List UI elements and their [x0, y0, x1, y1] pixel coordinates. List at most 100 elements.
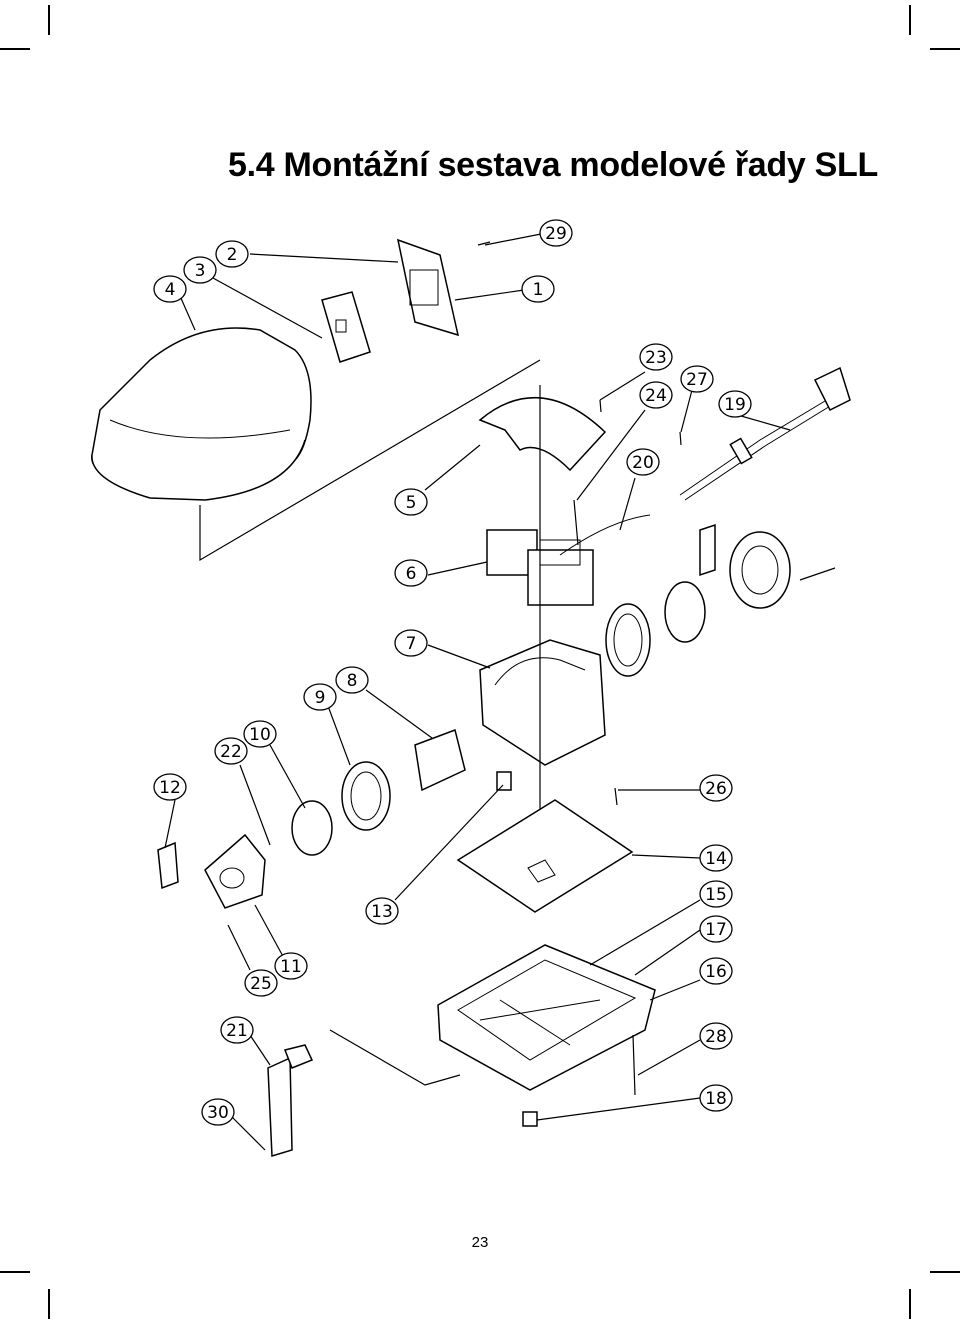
callout-circle	[699, 1022, 733, 1050]
callout-label: 23	[645, 348, 667, 368]
callout-circle	[521, 275, 555, 303]
callout-15: 15	[699, 880, 733, 908]
callout-label: 15	[705, 885, 727, 905]
callout-21: 21	[220, 1016, 254, 1044]
callout-27: 27	[680, 365, 714, 393]
foot-part	[522, 1111, 538, 1127]
callout-label: 10	[249, 725, 271, 745]
page-title: 5.4 Montážní sestava modelové řady SLL	[228, 146, 878, 184]
elbow-part	[267, 1044, 314, 1157]
callout-17: 17	[699, 915, 733, 943]
callout-circle	[699, 957, 733, 985]
frame-housing-part	[479, 385, 606, 870]
valve-part	[496, 771, 512, 791]
callout-label: 28	[705, 1027, 727, 1047]
callout-28: 28	[699, 1022, 733, 1050]
callout-label: 17	[705, 920, 727, 940]
bracket-part	[396, 238, 460, 337]
callout-16: 16	[699, 957, 733, 985]
crop-mark-br-v	[909, 1289, 911, 1319]
callout-22: 22	[214, 737, 248, 765]
base-plate-part	[456, 799, 634, 913]
callout-19: 19	[718, 390, 752, 418]
crop-mark-tr-h	[930, 48, 960, 50]
callout-label: 20	[632, 453, 654, 473]
callout-circle	[394, 559, 428, 587]
callout-7: 7	[394, 629, 428, 657]
page-number: 23	[471, 1234, 489, 1251]
callout-label: 19	[724, 395, 746, 415]
callout-13: 13	[365, 897, 399, 925]
diaphragm-part	[291, 800, 333, 856]
power-cord-part	[679, 366, 851, 501]
callout-label: 24	[645, 386, 667, 406]
callout-circle	[680, 365, 714, 393]
callout-1: 1	[521, 275, 555, 303]
callout-label: 29	[545, 224, 567, 244]
callout-circle	[243, 720, 277, 748]
callout-circle	[244, 969, 278, 997]
crop-mark-bl-v	[48, 1289, 50, 1319]
cover-part	[91, 327, 312, 501]
magnet-assembly-part	[486, 529, 594, 606]
callout-circle	[220, 1016, 254, 1044]
callout-24: 24	[639, 381, 673, 409]
callout-circle	[335, 666, 369, 694]
callout-label: 1	[533, 280, 544, 300]
callout-label: 6	[406, 564, 417, 584]
callout-9: 9	[303, 683, 337, 711]
arch-cover-part	[478, 396, 607, 472]
callout-circle	[214, 737, 248, 765]
callout-10: 10	[243, 720, 277, 748]
callout-25: 25	[244, 969, 278, 997]
crop-mark-tl-h	[0, 48, 30, 50]
right-chamber-part	[605, 523, 836, 677]
callout-29: 29	[539, 219, 573, 247]
crop-mark-tr-v	[909, 5, 911, 35]
crop-mark-tl-v	[48, 5, 50, 35]
callout-circle	[153, 275, 187, 303]
callout-label: 25	[250, 974, 272, 994]
callout-label: 21	[226, 1021, 248, 1041]
callout-circle	[201, 1098, 235, 1126]
crop-mark-bl-h	[0, 1271, 30, 1273]
callout-circle	[183, 256, 217, 284]
callout-label: 2	[227, 245, 238, 265]
callout-circle	[274, 952, 308, 980]
callout-label: 7	[406, 634, 417, 654]
callout-circle	[303, 683, 337, 711]
callout-23: 23	[639, 343, 673, 371]
callout-label: 30	[207, 1103, 229, 1123]
callout-6: 6	[394, 559, 428, 587]
leader-lines	[164, 233, 791, 1151]
callout-group: 1234567891011121314151617181920212223242…	[153, 219, 752, 1126]
callout-circle	[699, 915, 733, 943]
callout-circle	[215, 240, 249, 268]
callout-label: 18	[705, 1089, 727, 1109]
callout-circle	[699, 1084, 733, 1112]
callout-11: 11	[274, 952, 308, 980]
callout-circle	[365, 897, 399, 925]
callout-circle	[394, 629, 428, 657]
callout-30: 30	[201, 1098, 235, 1126]
callout-label: 22	[220, 742, 242, 762]
callout-4: 4	[153, 275, 187, 303]
callout-label: 9	[315, 688, 326, 708]
callout-20: 20	[626, 448, 660, 476]
callout-2: 2	[215, 240, 249, 268]
callout-circle	[626, 448, 660, 476]
callout-12: 12	[153, 773, 187, 801]
callout-18: 18	[699, 1084, 733, 1112]
callout-3: 3	[183, 256, 217, 284]
callout-circle	[539, 219, 573, 247]
callout-5: 5	[394, 488, 428, 516]
callout-label: 14	[705, 849, 727, 869]
callout-circle	[699, 880, 733, 908]
callout-circle	[639, 381, 673, 409]
callout-8: 8	[335, 666, 369, 694]
callout-circle	[394, 488, 428, 516]
callout-circle	[153, 773, 187, 801]
callout-circle	[699, 844, 733, 872]
callout-circle	[699, 774, 733, 802]
